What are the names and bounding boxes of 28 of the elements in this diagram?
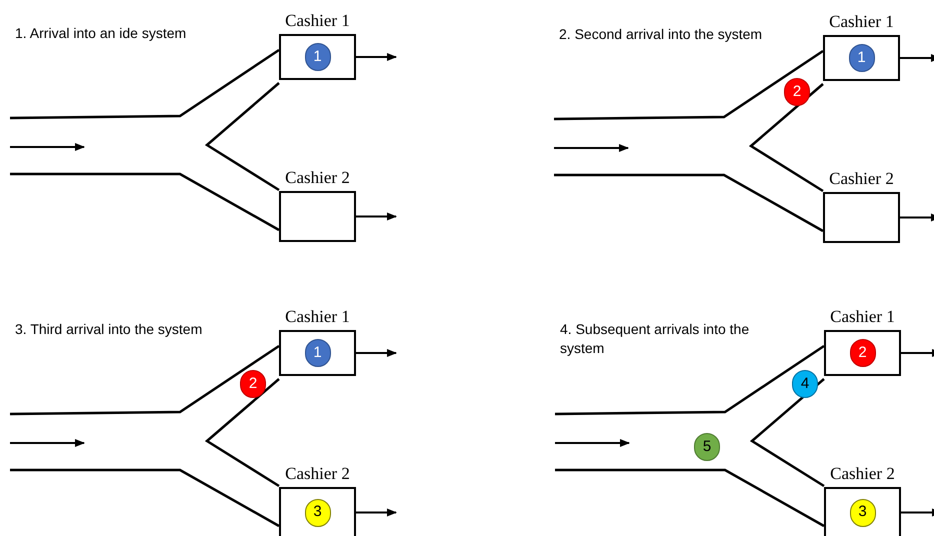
cashier-label: Cashier 2 [284, 168, 351, 188]
exit-arrow [900, 54, 934, 62]
cashier-label: Cashier 1 [284, 11, 351, 31]
panel-title: 1. Arrival into an ide system [15, 24, 188, 43]
panel-title: 2. Second arrival into the system [559, 25, 764, 44]
exit-arrow [900, 214, 934, 222]
exit-arrow [356, 349, 397, 357]
cashier-box [824, 330, 901, 376]
cashier-box [279, 191, 356, 242]
panel-title: 3. Third arrival into the system [15, 320, 204, 339]
exit-arrow [356, 53, 397, 61]
cashier-label: Cashier 2 [284, 464, 351, 484]
cashier-box [279, 487, 356, 536]
cashier-box [823, 192, 900, 243]
exit-arrow [356, 212, 397, 220]
cashier-box [823, 35, 900, 81]
panel-title: 4. Subsequent arrivals into the system [560, 320, 750, 358]
cashier-label: Cashier 2 [829, 464, 896, 484]
cashier-label: Cashier 1 [284, 307, 351, 327]
cashier-label: Cashier 1 [828, 12, 895, 32]
exit-arrow [356, 508, 397, 516]
cashier-label: Cashier 2 [828, 169, 895, 189]
exit-arrow [901, 349, 934, 357]
cashier-box [279, 34, 356, 80]
exit-arrow [901, 508, 934, 516]
cashier-box [279, 330, 356, 376]
cashier-box [824, 487, 901, 536]
cashier-label: Cashier 1 [829, 307, 896, 327]
